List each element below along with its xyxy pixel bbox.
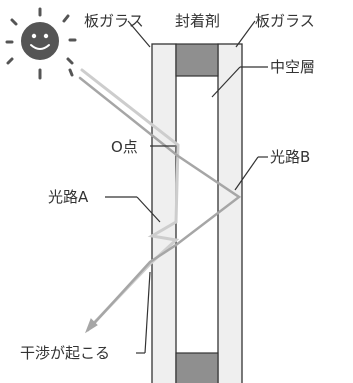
label-path-b: 光路B — [270, 148, 310, 166]
sealant-bottom — [175, 352, 219, 383]
sealant-top — [175, 43, 219, 77]
label-sealant: 封着剤 — [175, 12, 220, 30]
light-path-b — [78, 76, 242, 332]
label-interference: 干渉が起こる — [20, 344, 110, 362]
interference-arrow-icon — [84, 318, 98, 334]
label-glass-left: 板ガラス — [84, 12, 144, 30]
leader-path-b-d — [234, 156, 259, 191]
leader-glass-right — [235, 20, 256, 48]
label-point-o: O点 — [111, 138, 138, 156]
right-glass-pane — [217, 43, 243, 383]
smiling-sun-icon — [5, 7, 77, 80]
label-glass-right: 板ガラス — [255, 12, 315, 30]
leader-interference-v — [144, 271, 151, 354]
label-path-a: 光路A — [48, 188, 89, 206]
leader-glass-left — [127, 20, 151, 48]
leader-hollow-layer-d — [211, 66, 241, 98]
label-hollow-layer: 中空層 — [270, 58, 315, 76]
leader-path-a-d — [136, 196, 161, 223]
left-glass-pane — [151, 43, 177, 383]
